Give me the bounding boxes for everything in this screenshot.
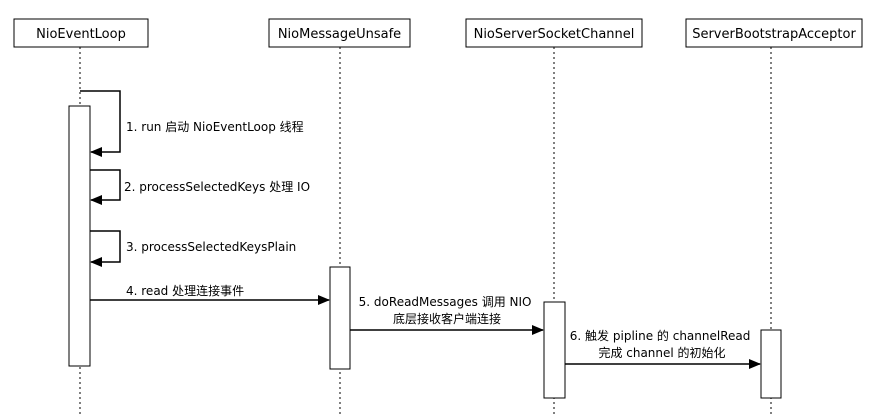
- message-label-line: 5. doReadMessages 调用 NIO: [359, 295, 532, 309]
- self-message-arrow-1: [80, 90, 121, 157]
- participant-label: NioEventLoop: [36, 27, 126, 42]
- message-label-5: 5. doReadMessages 调用 NIO 底层接收客户端连接: [359, 295, 536, 326]
- message-label-line: 3. processSelectedKeysPlain: [126, 240, 296, 254]
- participant-niomessageunsafe: NioMessageUnsafe: [268, 18, 411, 48]
- participant-label: NioServerSocketChannel: [474, 27, 635, 42]
- participant-nioeventloop: NioEventLoop: [13, 18, 149, 48]
- participant-label: ServerBootstrapAcceptor: [692, 27, 856, 42]
- participant-nioserversocketchannel: NioServerSocketChannel: [465, 18, 643, 48]
- message-label-4: 4. read 处理连接事件: [126, 283, 244, 298]
- activation-bar-serverbootstrapacceptor: [760, 329, 782, 399]
- message-label-2: 2. processSelectedKeys 处理 IO: [124, 180, 310, 194]
- message-label-line: 6. 触发 pipline 的 channelRead: [570, 328, 751, 343]
- activation-bar-nioserversocketchannel: [543, 301, 566, 399]
- message-label-line: 1. run 启动 NioEventLoop 线程: [126, 119, 304, 134]
- participant-label: NioMessageUnsafe: [278, 27, 401, 42]
- message-label-3: 3. processSelectedKeysPlain: [126, 240, 296, 254]
- message-label-1: 1. run 启动 NioEventLoop 线程: [126, 119, 304, 134]
- self-message-arrow-3: [90, 230, 121, 267]
- message-label-line: 4. read 处理连接事件: [126, 283, 244, 298]
- activation-bar-niomessageunsafe: [329, 266, 351, 370]
- activation-bar-nioeventloop: [68, 105, 91, 367]
- self-message-arrow-2: [90, 169, 121, 205]
- message-label-line: 底层接收客户端连接: [393, 311, 501, 326]
- message-label-6: 6. 触发 pipline 的 channelRead 完成 channel 的…: [570, 328, 754, 360]
- message-label-line: 完成 channel 的初始化: [598, 345, 725, 360]
- message-label-line: 2. processSelectedKeys 处理 IO: [124, 180, 310, 194]
- participant-serverbootstrapacceptor: ServerBootstrapAcceptor: [685, 18, 863, 48]
